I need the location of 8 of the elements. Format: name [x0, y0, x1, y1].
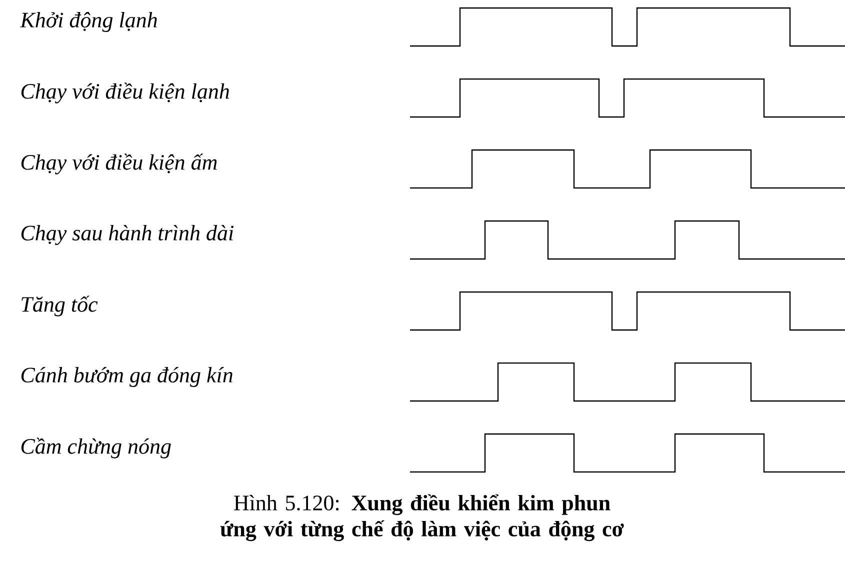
mode-label: Khởi động lạnh: [20, 12, 157, 32]
mode-label: Cầm chừng nóng: [21, 438, 171, 458]
mode-label: Chạy sau hành trình dài: [21, 224, 234, 246]
figure-caption: Hình 5.120: Xung điều khiển kim phun ứng với từng chế độ làm việc của động cơ: [220, 494, 624, 542]
mode-label: Chạy với điều kiện lạnh: [21, 82, 230, 104]
mode-label: Chạy với điều kiện ấm: [21, 154, 217, 174]
mode-label: Tăng tốc: [22, 296, 98, 316]
mode-label: Cánh bướm ga đóng kín: [21, 367, 232, 387]
